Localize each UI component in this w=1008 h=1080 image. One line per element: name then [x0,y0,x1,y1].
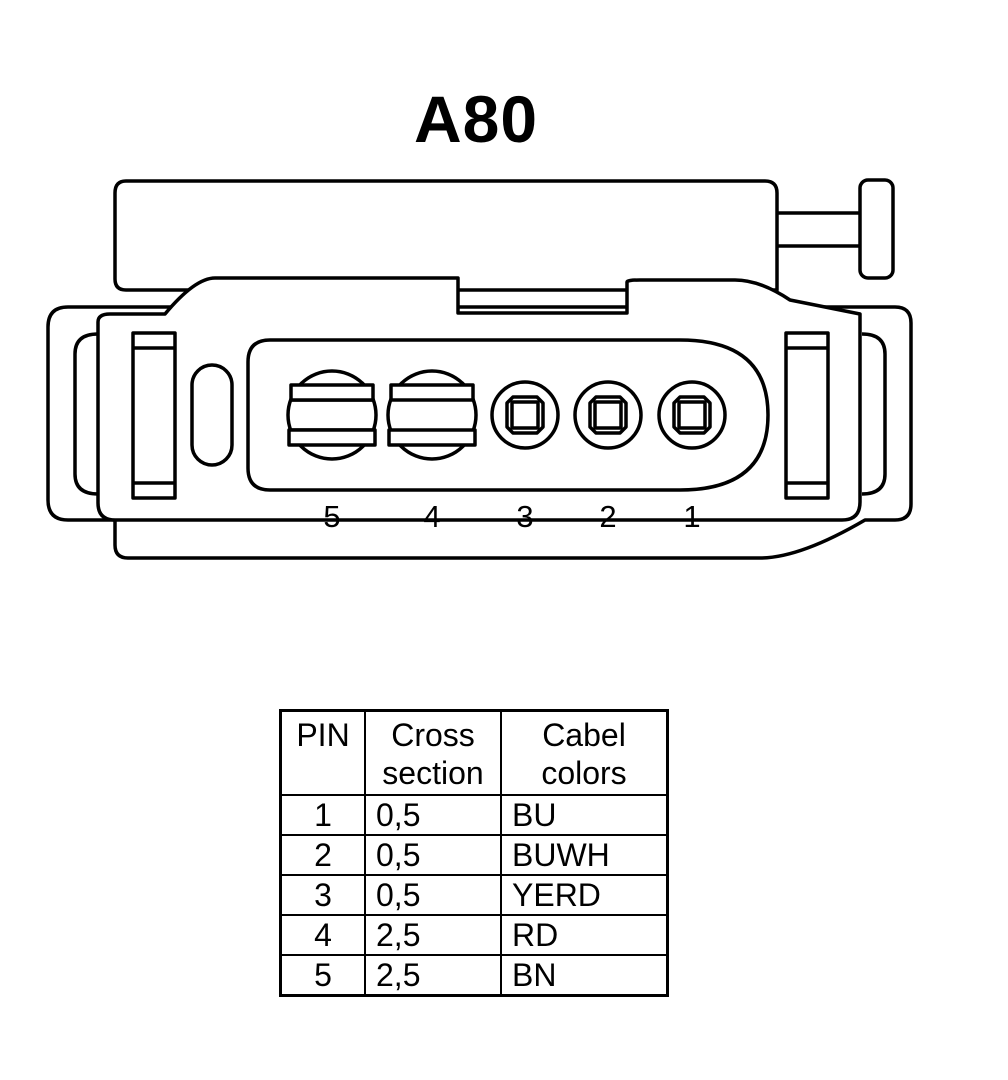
cell-pin: 5 [279,954,366,997]
cell-color: BUWH [500,834,669,876]
cell-cross-section: 2,5 [364,954,502,997]
cell-pin: 3 [279,874,366,916]
pin-5-terminal [286,369,378,461]
connector-title: A80 [413,82,539,156]
cell-color: YERD [500,874,669,916]
right-guide-rail [784,331,830,500]
cell-cross-section: 2,5 [364,914,502,956]
header-pin: PIN [279,709,366,796]
cell-pin: 2 [279,834,366,876]
cell-cross-section: 0,5 [364,834,502,876]
pin-label-5: 5 [323,499,340,534]
connector-drawing: 5 4 3 2 1 [46,178,913,560]
pin-label-4: 4 [423,499,440,534]
cell-cross-section: 0,5 [364,874,502,916]
coding-slot [190,363,234,467]
cell-color: BN [500,954,669,997]
table-row: 2 0,5 BUWH [279,834,669,876]
table-row: 5 2,5 BN [279,954,669,997]
table-row: 4 2,5 RD [279,914,669,956]
pin-label-2: 2 [599,499,616,534]
pin-label-3: 3 [516,499,533,534]
table-row: 3 0,5 YERD [279,874,669,916]
pin-2-terminal [573,380,643,450]
connector-latch [858,178,895,280]
pin-1-terminal [657,380,727,450]
connector-upper-housing [113,179,779,292]
cell-pin: 4 [279,914,366,956]
cell-pin: 1 [279,794,366,836]
cell-color: BU [500,794,669,836]
pin-3-terminal [490,380,560,450]
cell-color: RD [500,914,669,956]
left-guide-rail [131,331,177,500]
pin-4-terminal [386,369,478,461]
cell-cross-section: 0,5 [364,794,502,836]
table-row: 1 0,5 BU [279,794,669,836]
pin-label-1: 1 [683,499,700,534]
